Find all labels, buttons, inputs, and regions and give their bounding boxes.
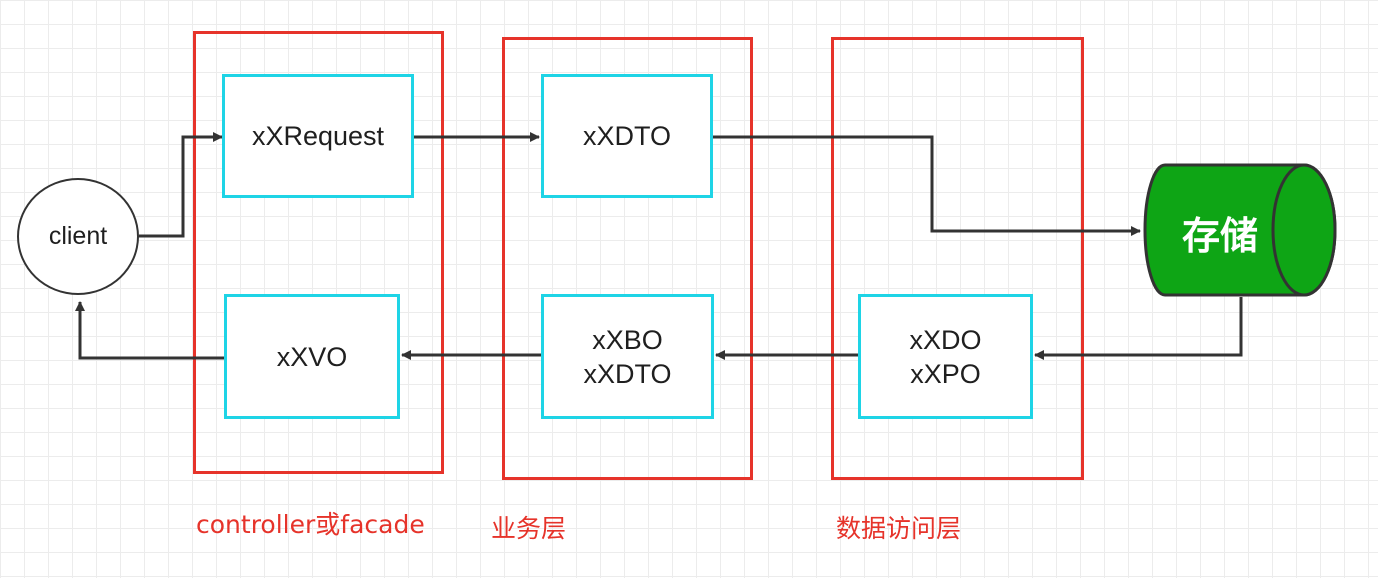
node-xxbo-label: xXBO — [592, 324, 663, 355]
layer-controller — [193, 31, 444, 474]
node-xxrequest-label: xXRequest — [251, 121, 385, 151]
storage-cylinder-icon — [1143, 163, 1337, 297]
layer-caption-controller: controller或facade — [196, 510, 425, 539]
node-xxpo-label: xXPO — [910, 358, 981, 389]
arrow-dto-to-storage — [713, 135, 1141, 236]
client-node: client — [17, 178, 139, 295]
node-xxdto-label: xXDTO — [582, 121, 671, 151]
client-label: client — [48, 222, 108, 250]
storage-label: 存储 — [1181, 214, 1258, 258]
layer-caption-business: 业务层 — [491, 514, 567, 543]
arrow-client-to-request — [139, 132, 223, 238]
layer-caption-data-access: 数据访问层 — [836, 514, 962, 543]
layer-data-access — [831, 37, 1084, 480]
node-xxdto2-label: xXDTO — [583, 358, 672, 389]
node-xxvo: xXVO — [224, 294, 400, 419]
node-xxdto: xXDTO — [541, 74, 713, 198]
node-xxvo-label: xXVO — [276, 341, 348, 372]
arrow-storage-to-dopo — [1034, 297, 1243, 360]
layer-business — [502, 37, 753, 480]
node-xxrequest: xXRequest — [222, 74, 414, 198]
node-xxdo-label: xXDO — [909, 324, 982, 355]
node-xxdo-xxpo: xXDO xXPO — [858, 294, 1033, 419]
node-xxbo-xxdto: xXBO xXDTO — [541, 294, 714, 419]
arrow-vo-to-client — [75, 301, 224, 360]
